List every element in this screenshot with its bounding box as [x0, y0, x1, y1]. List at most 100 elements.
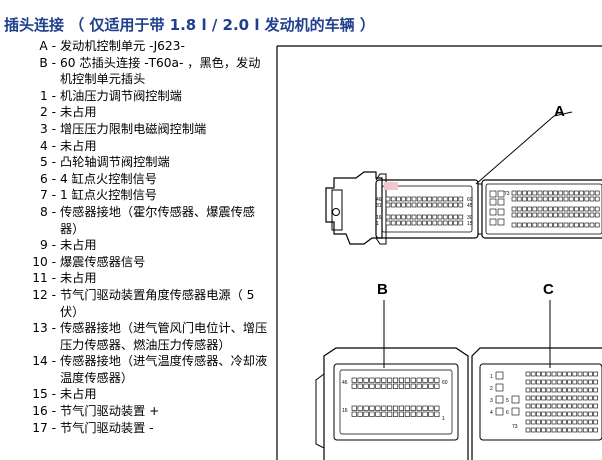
pin: [416, 214, 422, 220]
pin: [584, 196, 590, 202]
pin: [579, 190, 584, 196]
pin: [416, 220, 422, 226]
item-key: 5 -: [39, 155, 56, 170]
pin: [530, 395, 536, 401]
legend-list: A -发动机控制单元 -J623- B -60 芯插头连接 -T60a- ，黑色…: [14, 38, 270, 436]
list-item: 13 -传感器接地（进气管风门电位计、增压压力传感器、燃油压力传感器）: [14, 320, 270, 353]
pin: [582, 419, 588, 425]
pin: [551, 419, 557, 425]
pin: [381, 377, 387, 383]
pin: [553, 196, 558, 202]
item-key: 8 -: [39, 204, 56, 219]
pin: [427, 202, 432, 208]
pin: [525, 411, 531, 417]
pin: [584, 206, 590, 212]
pin: [453, 220, 458, 226]
pin: [584, 222, 590, 228]
pin: [593, 395, 598, 401]
pin: [427, 196, 432, 202]
item-text: 未占用: [60, 387, 97, 402]
pin: [588, 427, 593, 433]
pin: [416, 196, 422, 202]
pin: [428, 411, 434, 417]
list-item: 2 -未占用: [14, 104, 270, 121]
pin: [556, 387, 562, 393]
pin-label: 73: [512, 424, 518, 430]
pin: [577, 395, 583, 401]
pin: [546, 411, 552, 417]
pin: [568, 196, 574, 202]
list-item: 10 - 爆震传感器信号: [14, 254, 270, 271]
pin-label: 15: [467, 221, 473, 227]
pin: [527, 212, 532, 218]
ecu-right-pin-rows: [489, 190, 600, 228]
pin: [416, 411, 422, 417]
list-item: 6 -4 缸点火控制信号: [14, 171, 270, 188]
pin: [572, 427, 578, 433]
pin: [541, 379, 546, 385]
item-text: 传感器接地（进气温度传感器、冷却液温度传感器）: [60, 354, 268, 385]
item-text: 增压压力限制电磁阀控制端: [60, 121, 207, 136]
pin: [568, 222, 574, 228]
item-text: 爆震传感器信号: [60, 254, 146, 269]
pin: [577, 387, 583, 393]
pin: [422, 411, 428, 417]
item-key: 10 -: [32, 254, 56, 269]
pin: [556, 371, 562, 377]
pin: [568, 212, 574, 218]
pin: [516, 206, 522, 212]
pin: [593, 427, 598, 433]
pin: [530, 427, 536, 433]
pin-label: 1: [442, 416, 445, 422]
item-key: 9 -: [39, 238, 56, 253]
pin: [546, 403, 552, 409]
list-item: 1 -机油压力调节阀控制端: [14, 88, 270, 105]
pin: [548, 212, 553, 218]
item-key: 16 -: [32, 404, 56, 419]
pin: [567, 395, 572, 401]
item-key: 13 -: [32, 321, 56, 336]
pin: [511, 206, 517, 212]
pin: [577, 403, 583, 409]
pin-label: 73: [504, 191, 510, 197]
pin: [458, 214, 464, 220]
list-item: 3 -增压压力限制电磁阀控制端: [14, 121, 270, 138]
pin: [593, 419, 598, 425]
pin: [594, 206, 600, 212]
pin: [434, 377, 440, 383]
pin: [432, 220, 438, 226]
pin: [511, 190, 517, 196]
connector-figure: 46 31 16 1 60 45 30 15 73 A 46 16 60 1: [276, 44, 602, 460]
pin: [489, 218, 497, 226]
pin: [530, 419, 536, 425]
pin: [375, 405, 381, 411]
pin: [497, 208, 505, 216]
item-key: A -: [39, 39, 56, 53]
pin: [422, 214, 427, 220]
list-item: 17 -节气门驱动装置 -: [14, 420, 270, 437]
pin: [588, 403, 593, 409]
pin: [437, 220, 443, 226]
pin: [558, 206, 564, 212]
pin: [398, 411, 404, 417]
pin: [527, 196, 532, 202]
pin: [375, 383, 381, 389]
pin: [404, 383, 410, 389]
pin: [511, 407, 520, 416]
pin: [527, 222, 532, 228]
pin: [511, 196, 517, 202]
pin: [577, 371, 583, 377]
pin: [530, 403, 536, 409]
pin: [579, 206, 584, 212]
pin: [434, 405, 440, 411]
pin: [357, 405, 363, 411]
pin: [385, 196, 391, 202]
pin: [351, 383, 357, 389]
pin: [495, 383, 504, 392]
pin: [551, 411, 557, 417]
pin: [387, 411, 393, 417]
pin: [495, 371, 504, 380]
item-text: 发动机控制单元 -J623-: [60, 39, 185, 53]
pin: [393, 377, 399, 383]
pin: [536, 419, 541, 425]
